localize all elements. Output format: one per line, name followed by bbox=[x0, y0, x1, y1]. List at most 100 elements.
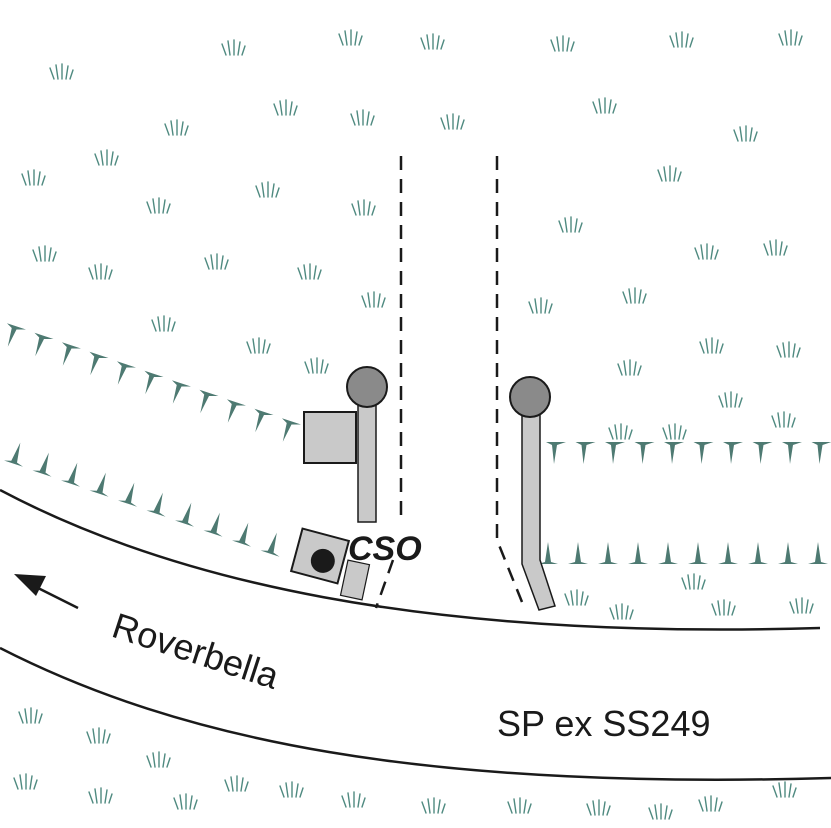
hedge-marker-icon bbox=[723, 442, 743, 464]
hedge-marker-icon bbox=[575, 442, 596, 464]
grass-tuft-icon bbox=[49, 63, 74, 80]
grass-tuft-icon bbox=[617, 359, 642, 376]
grass-tuft-icon bbox=[711, 599, 736, 616]
access-lane-left-dashes-lower bbox=[374, 559, 395, 609]
grass-tuft-icon bbox=[146, 197, 171, 214]
hedge-marker-icon bbox=[598, 542, 618, 564]
hedge-marker-icon bbox=[192, 389, 219, 417]
hedge-marker-icon bbox=[568, 542, 588, 564]
hedge-marker-icon bbox=[247, 408, 274, 436]
grass-tuft-icon bbox=[586, 799, 611, 816]
grass-tuft-icon bbox=[622, 287, 647, 304]
grass-tuft-icon bbox=[164, 119, 189, 136]
hedge-marker-icon bbox=[782, 442, 802, 464]
grass-tuft-icon bbox=[550, 35, 575, 52]
hedge-marker-icon bbox=[718, 542, 738, 564]
grass-tuft-icon bbox=[609, 603, 634, 620]
grass-tuft-icon bbox=[86, 727, 111, 744]
grass-tuft-icon bbox=[273, 99, 298, 116]
hedge-marker-icon bbox=[137, 370, 164, 398]
hedge-marker-icon bbox=[748, 542, 768, 564]
hedge-marker-icon bbox=[605, 442, 625, 464]
direction-arrow-icon bbox=[14, 574, 79, 610]
grass-tuft-icon bbox=[648, 803, 673, 820]
hedge-marker-icon bbox=[118, 479, 144, 507]
hedge-marker-icon bbox=[688, 542, 708, 564]
grass-tuft-icon bbox=[763, 239, 788, 256]
hedge-marker-icon bbox=[89, 469, 116, 497]
grass-tuft-icon bbox=[21, 169, 46, 186]
grass-tuft-icon bbox=[718, 391, 743, 408]
hedgerows bbox=[0, 323, 831, 564]
detector-box-side bbox=[339, 559, 371, 601]
hedge-marker-icon bbox=[55, 342, 81, 370]
grass-tuft-icon bbox=[698, 795, 723, 812]
grass-tuft-icon bbox=[564, 589, 589, 606]
grass-tuft-icon bbox=[146, 751, 171, 768]
grass-tuft-icon bbox=[778, 29, 803, 46]
grass-tuft-icon bbox=[662, 423, 687, 440]
signal-post-icon bbox=[346, 366, 388, 523]
grass-tuft-icon bbox=[361, 291, 386, 308]
hedge-marker-icon bbox=[0, 323, 26, 351]
hedge-marker-icon bbox=[260, 529, 287, 557]
grass-tuft-icon bbox=[351, 199, 376, 216]
hedge-marker-icon bbox=[275, 418, 301, 446]
grass-tuft-icon bbox=[338, 29, 363, 46]
grass-tuft-icon bbox=[608, 423, 633, 440]
access-lane-right-dashes bbox=[495, 156, 524, 603]
hedge-marker-icon bbox=[32, 449, 59, 477]
hedge-marker-icon bbox=[4, 439, 30, 467]
grass-tuft-icon bbox=[173, 793, 198, 810]
grass-tuft-icon bbox=[789, 597, 814, 614]
grass-tuft-icon bbox=[13, 773, 38, 790]
hedge-marker-icon bbox=[220, 399, 246, 427]
hedge-marker-icon bbox=[634, 442, 655, 464]
hedge-marker-icon bbox=[203, 509, 230, 537]
grass-tuft-icon bbox=[350, 109, 375, 126]
grass-tuft-icon bbox=[657, 165, 682, 182]
hedge-marker-icon bbox=[232, 519, 258, 547]
grass-tuft-icon bbox=[776, 341, 801, 358]
grass-tuft-icon bbox=[699, 337, 724, 354]
hedge-marker-icon bbox=[61, 459, 87, 487]
hedge-marker-icon bbox=[778, 542, 798, 564]
grass-tuft-icon bbox=[507, 797, 532, 814]
grass-tuft-icon bbox=[341, 791, 366, 808]
grass-tuft-icon bbox=[224, 775, 249, 792]
direction-label: Roverbella bbox=[108, 605, 285, 697]
grass-tuft-icon bbox=[440, 113, 465, 130]
grass-tuft-icon bbox=[528, 297, 553, 314]
grass-tuft-icon bbox=[18, 707, 43, 724]
grass-tuft-icon bbox=[733, 125, 758, 142]
grass-tuft-icon bbox=[771, 411, 796, 428]
road-name-label: SP ex SS249 bbox=[497, 703, 711, 744]
road-edge-north bbox=[0, 488, 821, 631]
grass-tuft-icon bbox=[221, 39, 246, 56]
grass-tuft-icon bbox=[420, 33, 445, 50]
grass-tuft-icon bbox=[421, 797, 446, 814]
grass-tuft-icon bbox=[304, 357, 329, 374]
grass-tuft-icon bbox=[32, 245, 57, 262]
grass-tuft-icon bbox=[88, 263, 113, 280]
hedge-marker-icon bbox=[175, 499, 201, 527]
detector-box-icon bbox=[289, 527, 351, 585]
hedge-marker-icon bbox=[693, 442, 714, 464]
grass-tuft-icon bbox=[204, 253, 229, 270]
grass-tuft-icon bbox=[151, 315, 176, 332]
grass-tuft-icon bbox=[592, 97, 617, 114]
site-label: CSO bbox=[348, 530, 422, 568]
grass-tuft-icon bbox=[681, 573, 706, 590]
grass-tuft-icon bbox=[88, 787, 113, 804]
hedge-marker-icon bbox=[752, 442, 773, 464]
grass-tuft-icon bbox=[94, 149, 119, 166]
hedge-marker-icon bbox=[658, 542, 678, 564]
grass-tuft-icon bbox=[772, 781, 797, 798]
hedge-marker-icon bbox=[165, 380, 191, 408]
grass-tuft-icon bbox=[255, 181, 280, 198]
hedge-marker-icon bbox=[811, 442, 831, 464]
grass-tuft-icon bbox=[558, 216, 583, 233]
grass-area bbox=[13, 29, 814, 820]
hedge-marker-icon bbox=[628, 542, 648, 564]
